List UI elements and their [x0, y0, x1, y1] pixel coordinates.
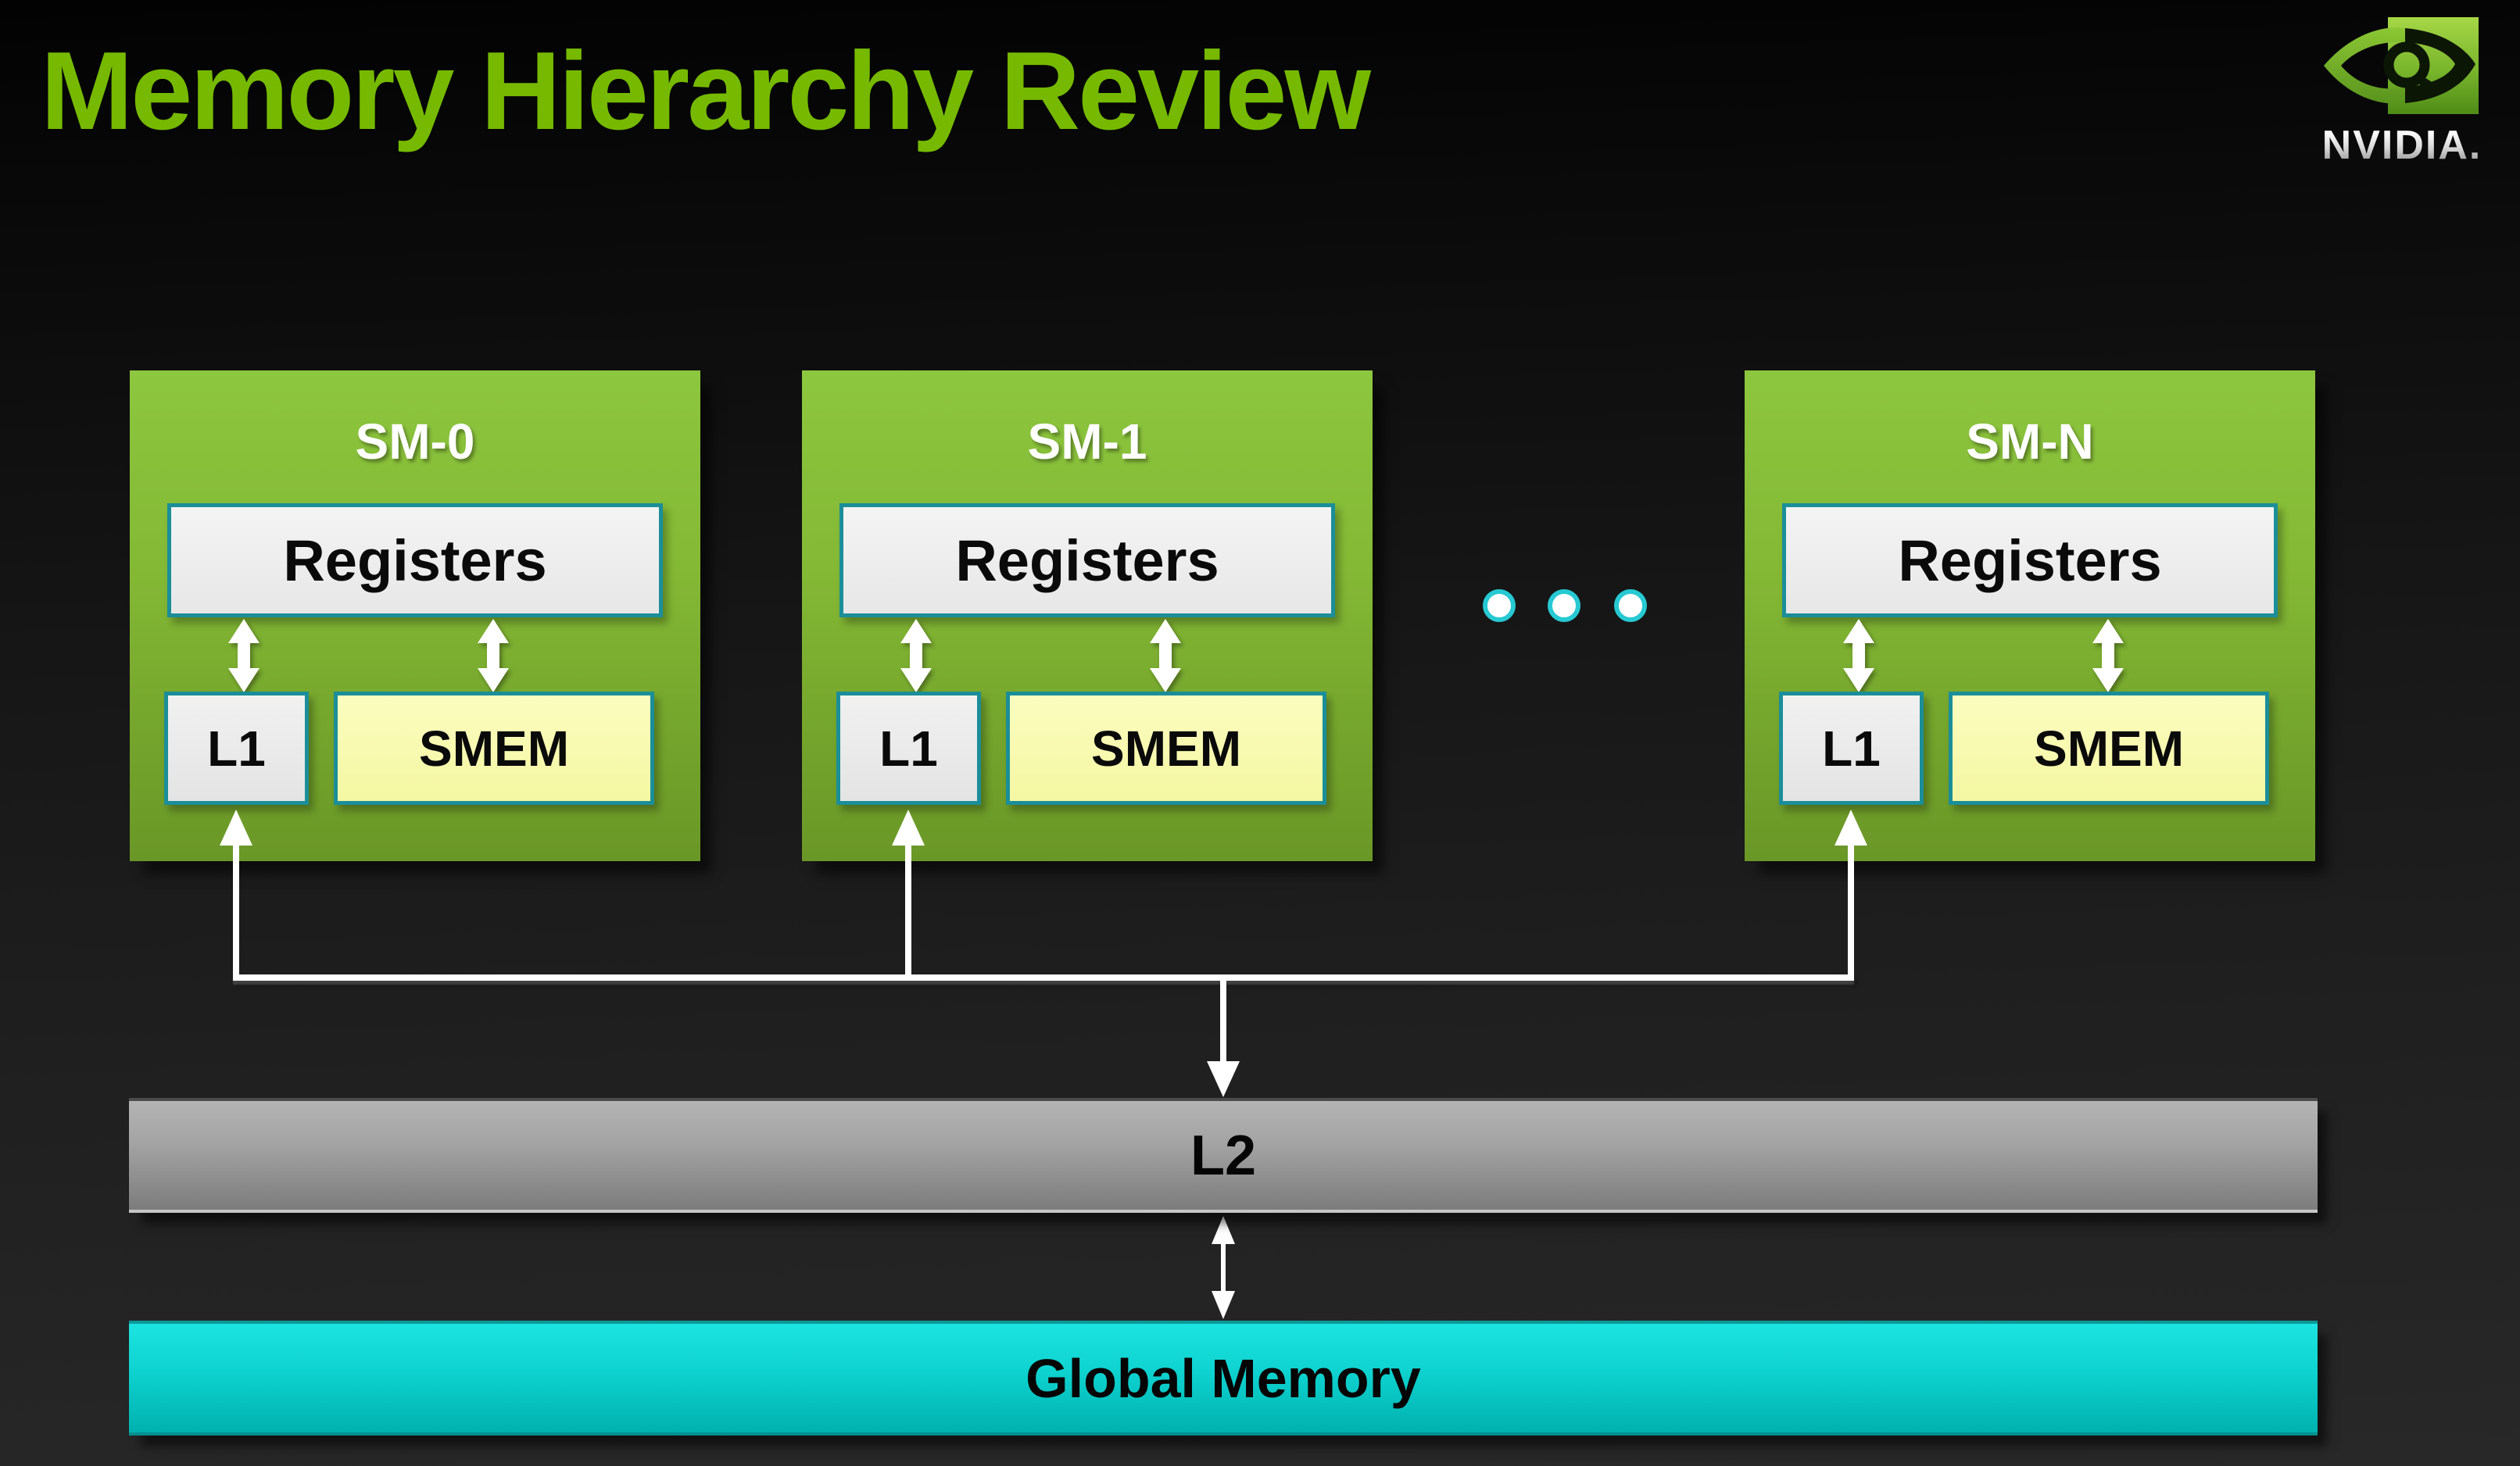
ellipsis-dot — [1483, 589, 1516, 622]
l1-box: L1 — [164, 692, 309, 805]
sm-box-0: SM-0 Registers L1 SMEM — [130, 370, 700, 861]
l1-box: L1 — [836, 692, 981, 805]
smem-box: SMEM — [1006, 692, 1326, 805]
registers-smem-arrow-icon — [478, 619, 509, 692]
registers-smem-arrow-icon — [2092, 619, 2124, 692]
ellipsis-dot — [1548, 589, 1580, 622]
nvidia-logo: NVIDIA. — [2312, 14, 2492, 174]
sm-label: SM-1 — [1027, 413, 1147, 470]
arrowhead-up-l1-1 — [892, 810, 925, 846]
smem-box: SMEM — [334, 692, 654, 805]
arrowhead-down-l2 — [1207, 1061, 1240, 1097]
nvidia-eye-icon — [2324, 17, 2479, 114]
registers-smem-arrow-icon — [1150, 619, 1181, 692]
connector-l1-n — [1848, 841, 1854, 981]
connector-bus-l2 — [1220, 981, 1226, 1064]
page-title: Memory Hierarchy Review — [41, 29, 1371, 153]
arrowhead-up-l1-0 — [220, 810, 252, 846]
registers-box: Registers — [839, 503, 1335, 617]
l1-box: L1 — [1779, 692, 1924, 805]
registers-l1-arrow-icon — [900, 619, 932, 692]
l2-cache-bar: L2 — [129, 1098, 2318, 1213]
registers-box: Registers — [1782, 503, 2278, 617]
smem-box: SMEM — [1949, 692, 2269, 805]
sm-label: SM-N — [1966, 413, 2094, 470]
arrowhead-down-global — [1212, 1291, 1235, 1319]
global-memory-bar: Global Memory — [129, 1321, 2318, 1436]
connector-l1-1 — [905, 841, 911, 981]
connector-l2-global — [1221, 1239, 1226, 1294]
sm-box-n: SM-N Registers L1 SMEM — [1745, 370, 2315, 861]
sm-box-1: SM-1 Registers L1 SMEM — [802, 370, 1373, 861]
ellipsis-dot — [1614, 589, 1647, 622]
registers-l1-arrow-icon — [228, 619, 260, 692]
connector-l1-0 — [233, 841, 239, 981]
registers-l1-arrow-icon — [1843, 619, 1874, 692]
arrowhead-up-l1-n — [1835, 810, 1867, 846]
sm-label: SM-0 — [355, 413, 475, 470]
connector-bus — [233, 974, 1854, 981]
registers-box: Registers — [167, 503, 663, 617]
nvidia-wordmark: NVIDIA. — [2312, 122, 2492, 169]
